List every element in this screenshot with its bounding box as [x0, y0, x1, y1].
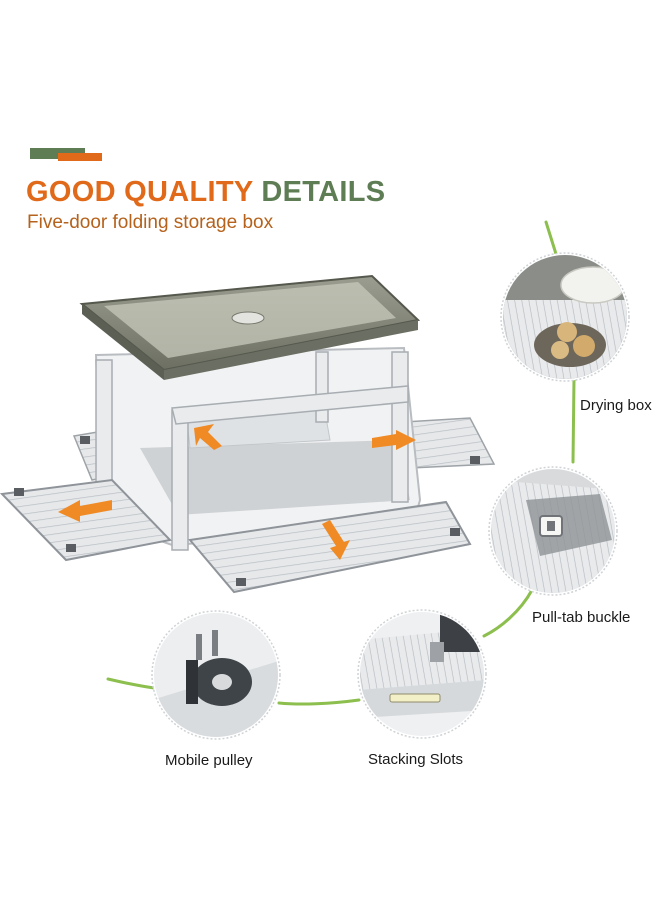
callout-mobile-pulley-label: Mobile pulley: [165, 752, 253, 769]
hinge-clips: [14, 436, 480, 586]
box-frame: [95, 351, 409, 551]
lid-edge: [82, 304, 164, 380]
callout-pull-tab-buckle: Pull-tab buckle: [488, 466, 630, 626]
arrow-up-left: [194, 424, 222, 450]
lid-edge-front: [164, 320, 418, 380]
connector-mobile-pulley: [106, 677, 156, 690]
callout-stacking-slots: Stacking Slots: [357, 609, 487, 768]
connector-drying-box: [544, 220, 558, 256]
header-accent-bars: [30, 148, 102, 162]
direction-arrows: [58, 424, 416, 560]
door-left-open: [0, 478, 173, 562]
callout-drying-box-label: Drying box: [580, 397, 652, 414]
storage-box: [0, 274, 496, 594]
callout-stacking-slots-label: Stacking Slots: [368, 751, 463, 768]
title-part-green: DETAILS: [261, 176, 386, 208]
page-subtitle: Five-door folding storage box: [27, 212, 274, 233]
connector-pulley-stacking: [277, 698, 361, 706]
accent-bar-orange: [58, 153, 102, 161]
callout-drying-box: Drying box: [500, 252, 652, 414]
arrow-right: [372, 430, 416, 450]
connector-lines: [106, 220, 576, 706]
accent-bar-green: [30, 148, 85, 159]
box-floor: [140, 440, 410, 515]
arrow-down: [322, 520, 350, 560]
arrow-left: [58, 500, 112, 522]
page-title: GOOD QUALITY DETAILS: [26, 176, 385, 208]
door-front-open: [188, 500, 472, 594]
callout-pull-tab-label: Pull-tab buckle: [532, 609, 630, 626]
connector-drying-pull: [571, 377, 576, 464]
title-part-orange: GOOD QUALITY: [26, 176, 254, 208]
connector-pull-stacking: [482, 588, 534, 638]
callout-mobile-pulley: Mobile pulley: [151, 610, 281, 769]
lid-vent: [231, 311, 265, 325]
